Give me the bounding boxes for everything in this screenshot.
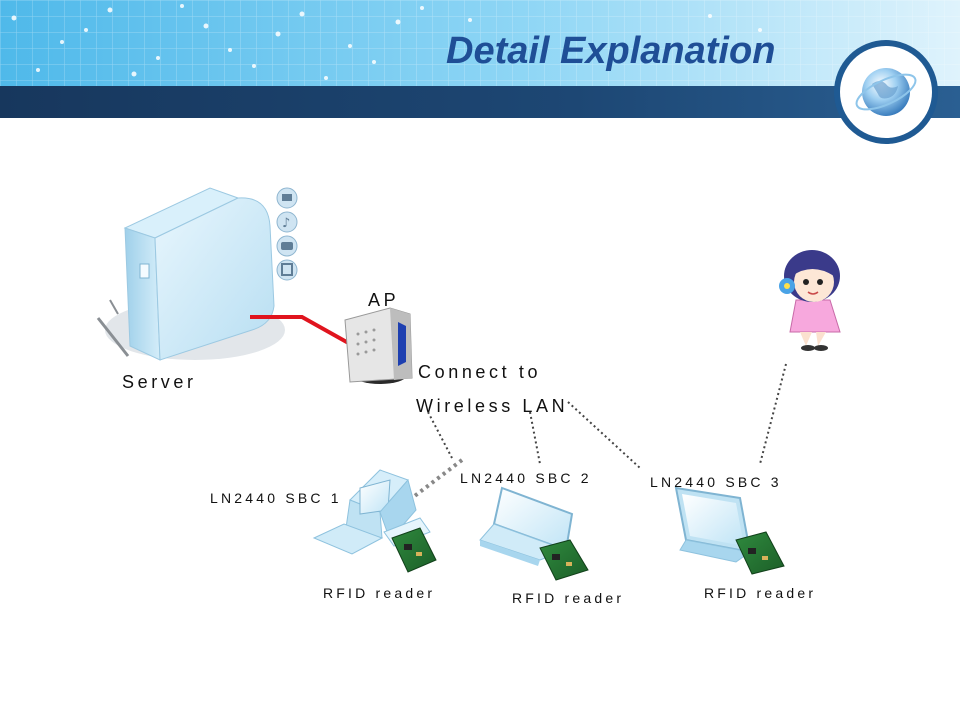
- rfid-reader-1-icon: [391, 527, 437, 573]
- ap-label: AP: [368, 290, 400, 310]
- access-point-icon: [344, 307, 413, 384]
- rfid-reader-3-label: RFID reader: [704, 585, 817, 601]
- user-character-icon: [779, 250, 841, 351]
- sbc1-label: LN2440 SBC 1: [210, 490, 342, 506]
- wlan-label-line1: Connect to: [418, 362, 542, 382]
- slide-header: [0, 0, 960, 118]
- server-label: Server: [122, 372, 197, 392]
- rfid-reader-1-label: RFID reader: [323, 585, 436, 601]
- header-background: [0, 0, 960, 118]
- wlan-label-line2: Wireless LAN: [416, 396, 569, 416]
- rfid-reader-2-label: RFID reader: [512, 590, 625, 606]
- sbc3-monitor-icon: [674, 486, 752, 563]
- globe-icon: [832, 38, 940, 146]
- wireless-links: [410, 363, 787, 500]
- server-icon: [96, 187, 285, 361]
- sbc2-label: LN2440 SBC 2: [460, 470, 592, 486]
- server-status-icons: ♪: [276, 187, 298, 281]
- ethernet-cable: [250, 315, 353, 347]
- sbc1-desktop-computer-icon: [312, 469, 431, 555]
- rfid-reader-3-icon: [735, 531, 785, 575]
- rfid-reader-2-icon: [539, 539, 589, 581]
- slide-title: Detail Explanation: [446, 30, 776, 72]
- sbc3-label: LN2440 SBC 3: [650, 474, 782, 490]
- svg-text:♪: ♪: [282, 216, 290, 231]
